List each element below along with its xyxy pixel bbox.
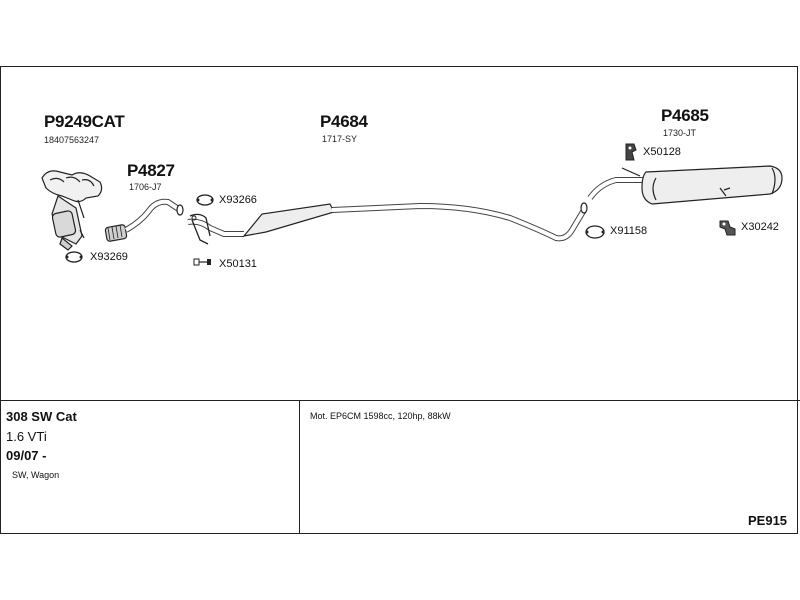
vehicle-date: 09/07 - <box>6 448 47 463</box>
front-pipe-drawing[interactable] <box>104 198 184 242</box>
exhaust-diagram <box>41 165 783 251</box>
part-number-rear[interactable]: P4685 <box>661 106 709 125</box>
accessory-label-x93269[interactable]: X93269 <box>90 251 128 263</box>
part-ref-manifold-cat: 18407563247 <box>44 135 100 145</box>
part-ref-front-pipe: 1706-J7 <box>129 182 162 192</box>
gasket-icon <box>585 225 605 239</box>
rear-silencer-drawing[interactable] <box>587 165 783 205</box>
accessory-label-x50131[interactable]: X50131 <box>219 258 257 270</box>
diagram-frame <box>0 66 798 534</box>
part-number-manifold-cat[interactable]: P9249CAT <box>44 112 125 131</box>
accessory-label-x91158[interactable]: X91158 <box>610 225 648 237</box>
bolt-icon <box>193 258 211 266</box>
gasket-icon <box>196 194 214 206</box>
motor-spec: Mot. EP6CM 1598cc, 120hp, 88kW <box>310 411 451 421</box>
vehicle-model: 308 SW Cat <box>6 409 77 424</box>
middle-section-drawing[interactable] <box>187 202 588 242</box>
accessory-label-x30242[interactable]: X30242 <box>741 221 779 233</box>
rubber-mount-icon <box>719 220 736 236</box>
gasket-icon <box>65 251 83 263</box>
vehicle-body: SW, Wagon <box>12 470 60 480</box>
vehicle-engine: 1.6 VTi <box>6 429 47 444</box>
manifold-cat-drawing[interactable] <box>41 170 103 251</box>
hanger-icon <box>625 143 637 161</box>
divider-vertical <box>299 401 300 534</box>
accessory-label-x50128[interactable]: X50128 <box>643 146 681 158</box>
accessory-label-x93266[interactable]: X93266 <box>219 194 257 206</box>
divider-horizontal <box>0 400 800 401</box>
part-number-front-pipe[interactable]: P4827 <box>127 161 175 180</box>
part-ref-middle: 1717-SY <box>322 134 358 144</box>
part-ref-rear: 1730-JT <box>663 128 697 138</box>
clamp-icon <box>189 213 211 245</box>
diagram-code: PE915 <box>748 513 788 528</box>
part-number-middle[interactable]: P4684 <box>320 112 368 131</box>
